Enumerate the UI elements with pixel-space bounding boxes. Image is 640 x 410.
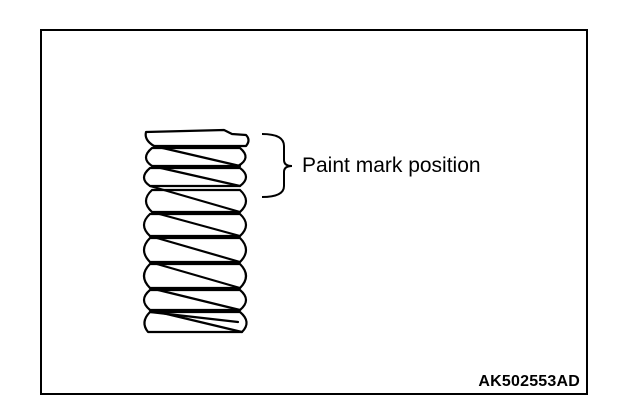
curly-bracket-icon	[261, 133, 293, 198]
spring-strand	[148, 260, 242, 290]
spring-strand	[150, 210, 242, 238]
spring-strand	[148, 286, 242, 312]
spring-strand	[148, 234, 242, 264]
figure-frame	[40, 29, 588, 395]
figure-id: AK502553AD	[478, 373, 580, 390]
spring-strand	[148, 310, 240, 324]
coil-spring-icon	[142, 128, 250, 334]
spring-coil-top-cap	[144, 128, 250, 148]
spring-strand	[148, 184, 242, 214]
callout-label: Paint mark position	[302, 154, 481, 177]
spring-strand	[150, 164, 242, 188]
spring-strand	[152, 144, 242, 168]
